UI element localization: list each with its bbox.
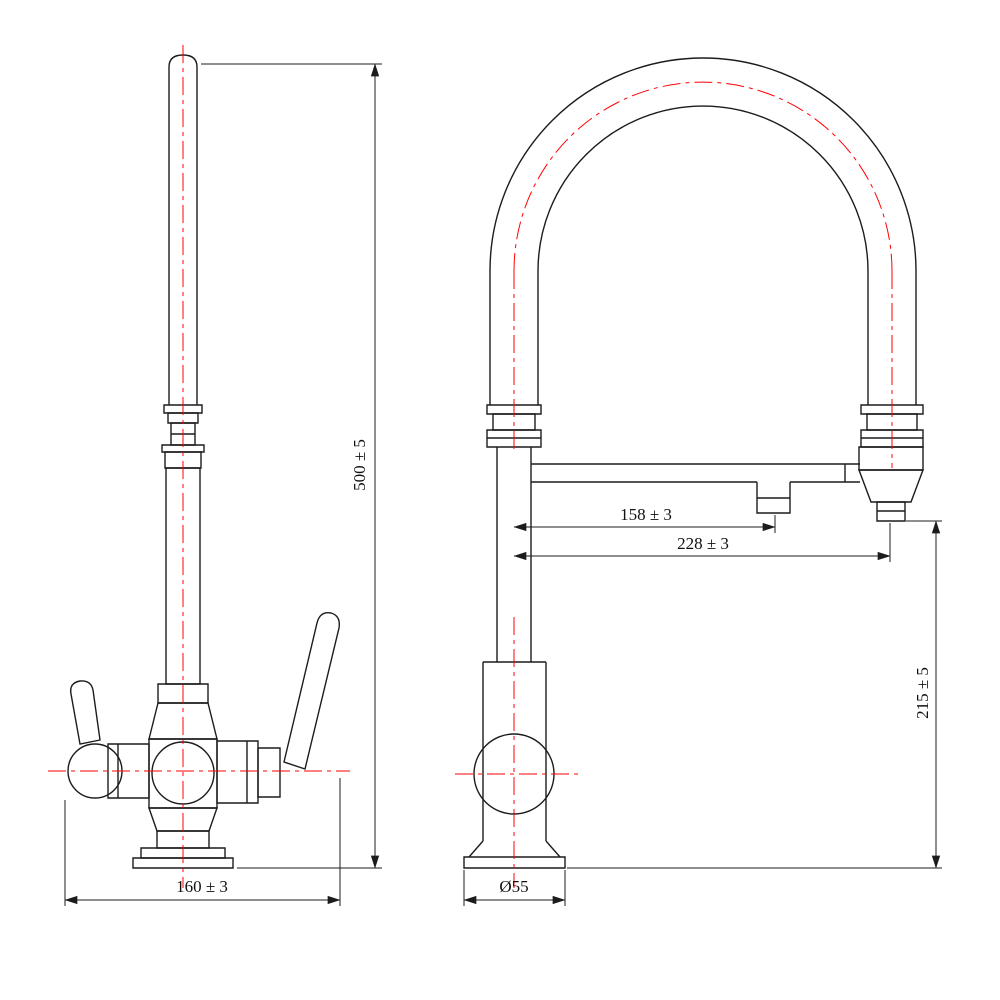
front-view-faucet bbox=[463, 57, 925, 869]
spout-collar bbox=[164, 451, 202, 469]
spout-collar bbox=[163, 404, 203, 414]
dimension-labels: 500 ± 5 160 ± 3 158 ± 3 228 ± 3 215 ± 5 … bbox=[176, 439, 932, 896]
dimension-label-overall-height: 500 ± 5 bbox=[350, 439, 369, 491]
side-view-faucet bbox=[67, 54, 341, 869]
base-flange bbox=[132, 857, 234, 869]
front-base-flare bbox=[468, 840, 561, 858]
arch-outer bbox=[489, 57, 917, 272]
right-handle-connector bbox=[216, 740, 259, 804]
right-handle-ring bbox=[257, 747, 281, 798]
spout-collar bbox=[161, 444, 205, 453]
right-leg-connector bbox=[860, 404, 924, 415]
dimension-label-spout-height: 215 ± 5 bbox=[913, 667, 932, 719]
spout-arm bbox=[531, 463, 860, 483]
front-base-plate bbox=[463, 856, 566, 869]
left-lever bbox=[70, 680, 101, 745]
spout-outlet-nozzle bbox=[756, 482, 791, 514]
arch-right-leg bbox=[867, 271, 917, 405]
centerlines bbox=[48, 45, 893, 888]
arch-inner bbox=[537, 105, 869, 272]
spray-head-taper bbox=[857, 469, 925, 503]
spout-collar bbox=[167, 412, 199, 424]
arch-centerline bbox=[513, 81, 893, 272]
dimension-label-base-diameter: Ø55 bbox=[499, 877, 528, 896]
arch-left-leg bbox=[489, 271, 539, 405]
left-leg-connector bbox=[486, 404, 542, 415]
spray-head-nozzle bbox=[876, 501, 906, 522]
dimension-label-spray-reach: 228 ± 3 bbox=[677, 534, 729, 553]
dimension-label-spout-reach: 158 ± 3 bbox=[620, 505, 672, 524]
dimension-label-overall-width: 160 ± 3 bbox=[176, 877, 228, 896]
dimension-geometry bbox=[64, 63, 942, 906]
right-lever bbox=[283, 612, 341, 770]
